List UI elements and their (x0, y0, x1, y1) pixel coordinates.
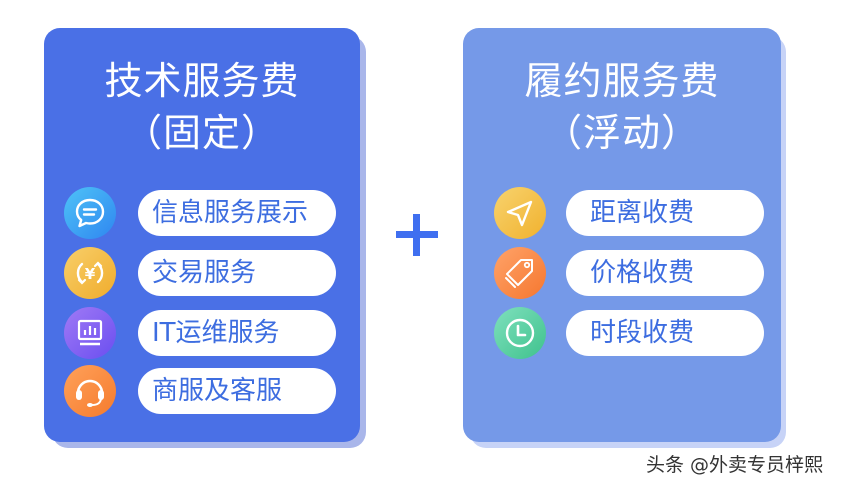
item-label: 交易服务 (138, 250, 336, 296)
item-label: 价格收费 (566, 250, 764, 296)
plus-vertical-bar (413, 214, 420, 256)
left-card-title: 技术服务费 （固定） (44, 58, 360, 156)
navigation-arrow-icon (494, 187, 546, 239)
left-card-title-main: 技术服务费 (104, 59, 300, 103)
right-card-title: 履约服务费 （浮动） (463, 58, 781, 156)
watermark: 头条 @外卖专员梓熙 (646, 454, 824, 476)
chat-bubble-icon (64, 187, 116, 239)
item-label: 时段收费 (566, 310, 764, 356)
item-label: 信息服务展示 (138, 190, 336, 236)
technical-service-fee-card: 技术服务费 （固定） 信息服务展示 ¥ 交易服务 (44, 28, 360, 442)
monitor-chart-icon (64, 307, 116, 359)
fulfillment-service-fee-card: 履约服务费 （浮动） 距离收费 价格收费 时段收费 (463, 28, 781, 442)
item-label: IT运维服务 (138, 310, 336, 356)
yuan-exchange-icon: ¥ (64, 247, 116, 299)
item-label: 商服及客服 (138, 368, 336, 414)
price-tag-icon (494, 247, 546, 299)
plus-operator (396, 214, 438, 256)
right-card-title-sub: （浮动） (543, 111, 700, 155)
svg-text:¥: ¥ (85, 265, 96, 283)
headset-icon (64, 365, 116, 417)
left-card-title-sub: （固定） (123, 111, 280, 155)
right-card-title-main: 履约服务费 (524, 59, 720, 103)
clock-icon (494, 307, 546, 359)
item-label: 距离收费 (566, 190, 764, 236)
